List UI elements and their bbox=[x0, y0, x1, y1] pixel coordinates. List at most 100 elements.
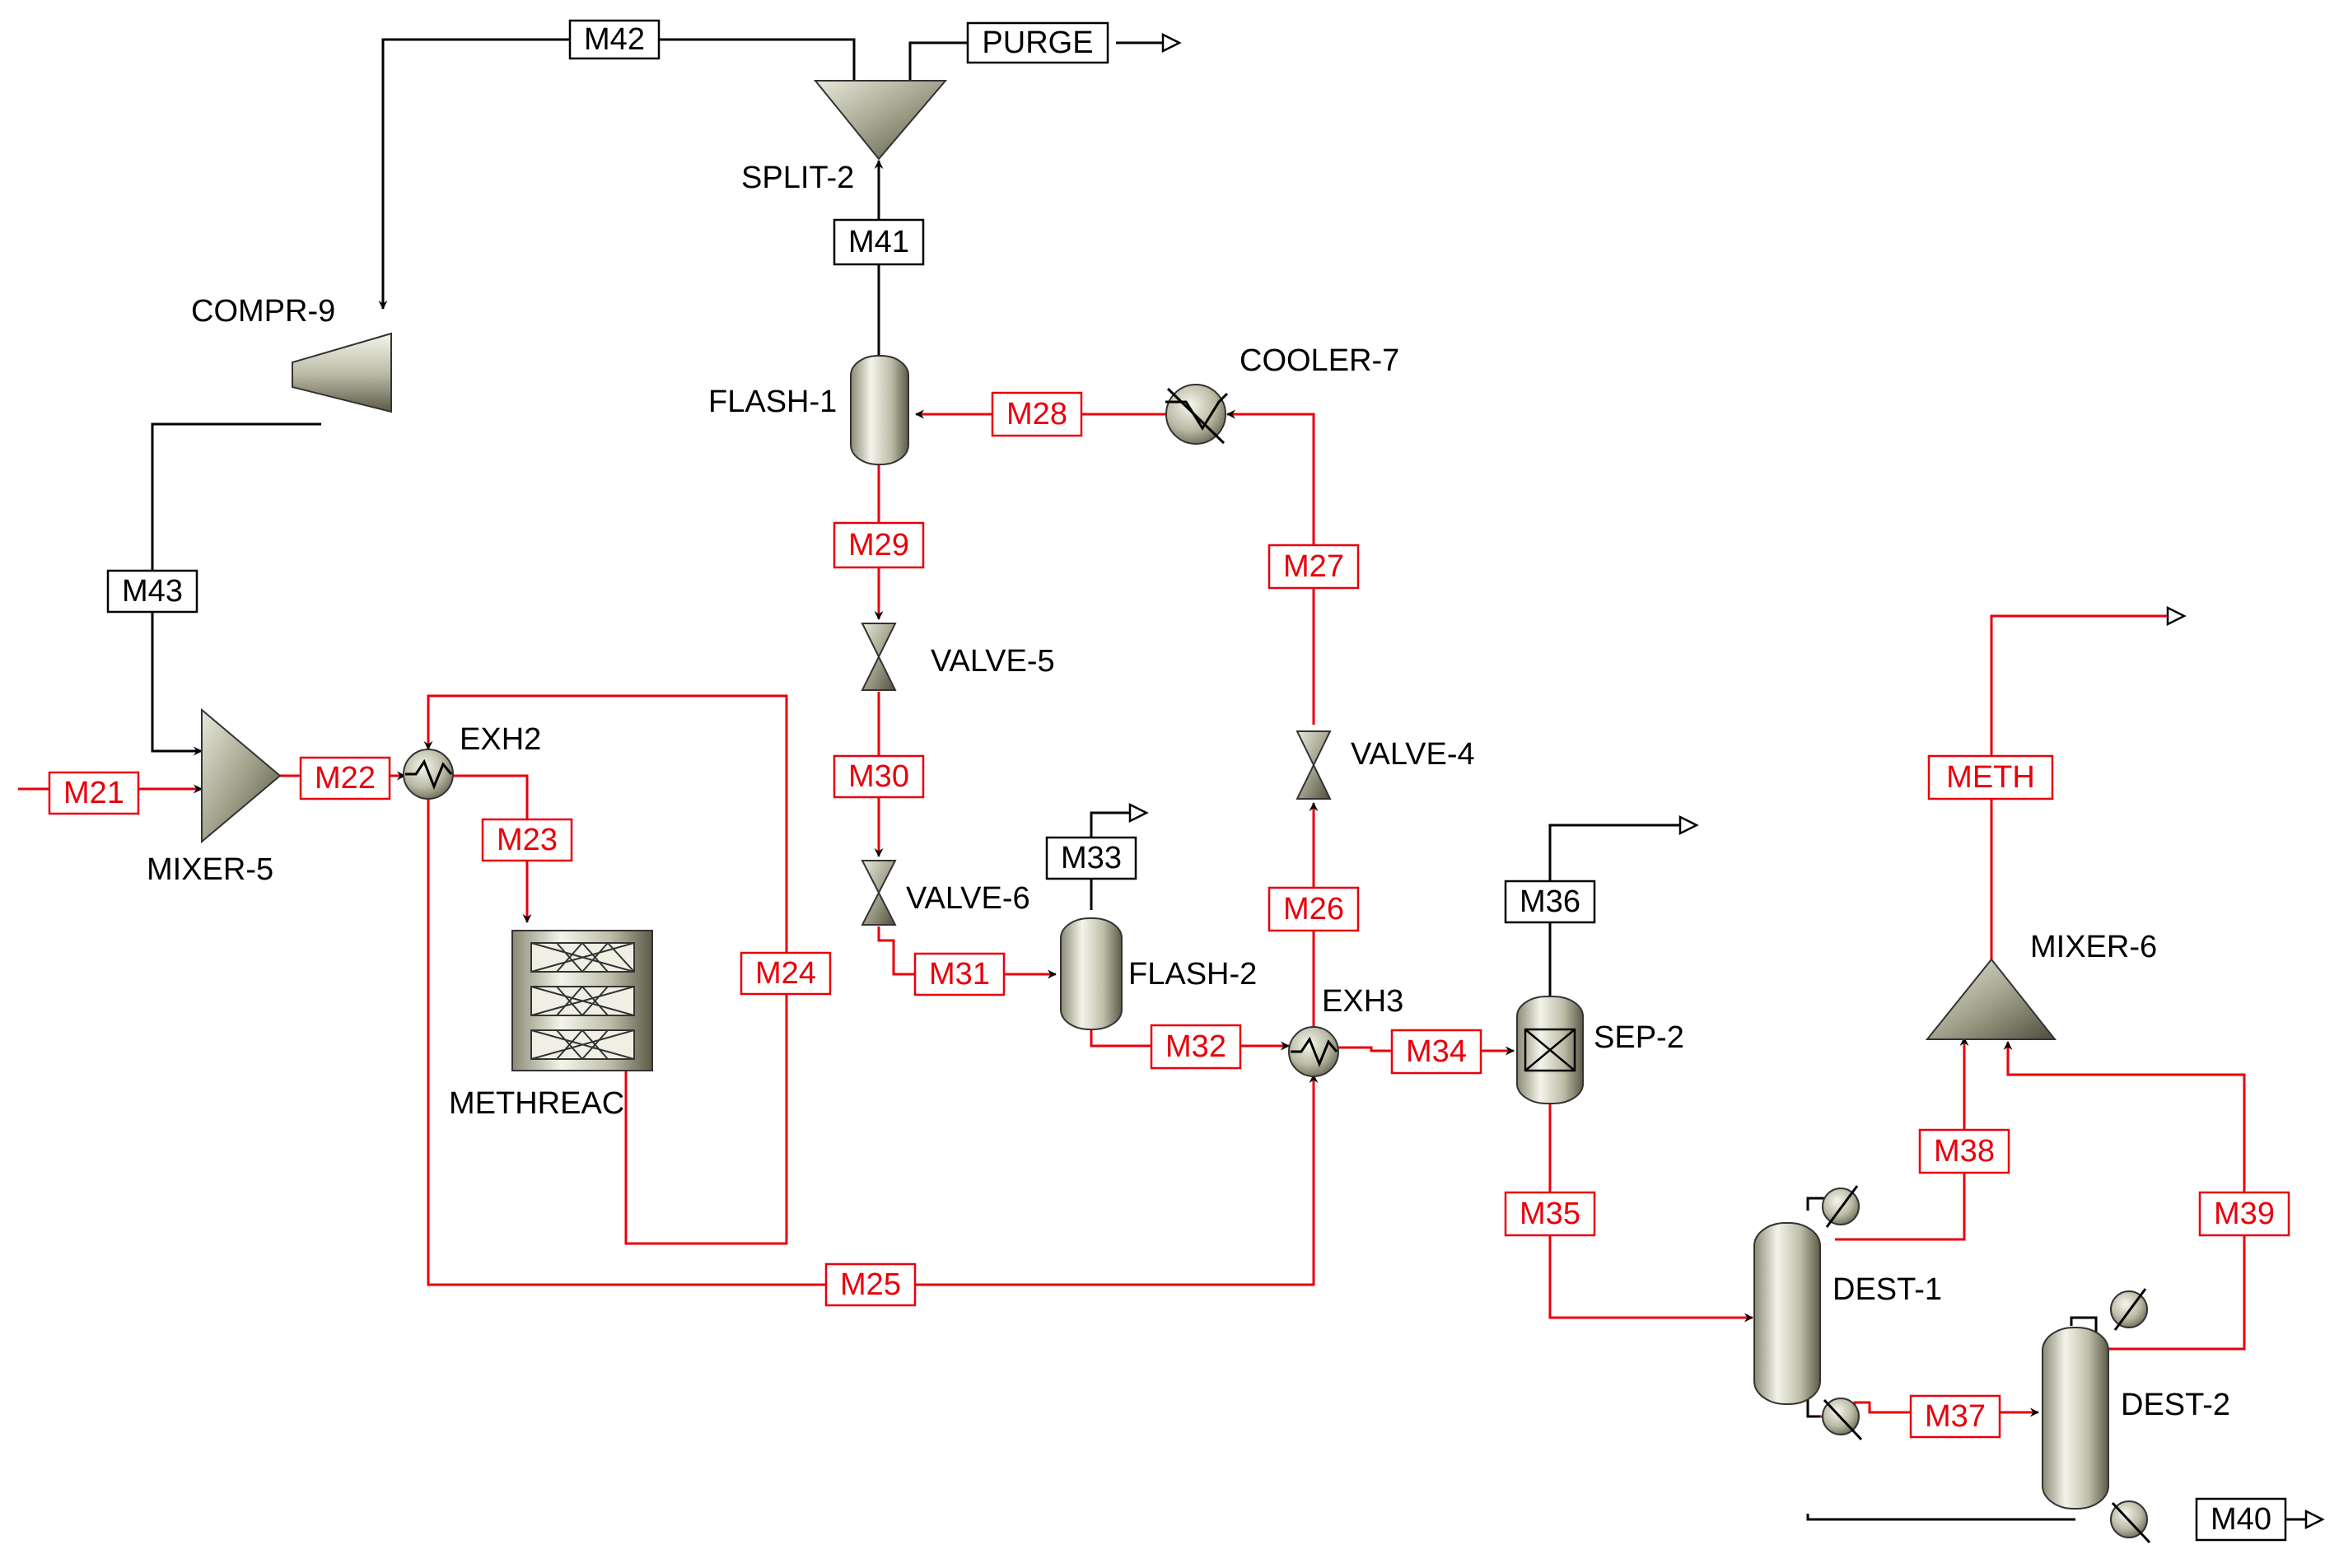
compressor-icon[interactable] bbox=[292, 332, 392, 413]
distillation-column-icon[interactable] bbox=[1753, 1185, 1863, 1441]
flash-drum-icon[interactable] bbox=[850, 355, 909, 465]
svg-text:M24: M24 bbox=[755, 956, 816, 991]
valve-icon[interactable] bbox=[861, 623, 897, 691]
svg-text:M28: M28 bbox=[1006, 397, 1067, 432]
stream-tag-m28[interactable]: M28 bbox=[991, 391, 1083, 437]
svg-text:M22: M22 bbox=[315, 761, 376, 796]
unit-label-split-2: SPLIT-2 bbox=[741, 161, 854, 195]
svg-text:M29: M29 bbox=[848, 528, 909, 562]
svg-text:M23: M23 bbox=[497, 823, 558, 857]
unit-label-cooler-7: COOLER-7 bbox=[1240, 343, 1399, 378]
outlet-arrow-icon bbox=[1678, 814, 1699, 836]
svg-text:M41: M41 bbox=[848, 225, 909, 259]
svg-text:M26: M26 bbox=[1283, 892, 1344, 926]
stream-tag-m34[interactable]: M34 bbox=[1390, 1029, 1482, 1075]
unit-label-sep-2: SEP-2 bbox=[1594, 1020, 1684, 1055]
stream-tag-m32[interactable]: M32 bbox=[1150, 1024, 1242, 1070]
unit-label-methreac: METHREAC bbox=[449, 1086, 624, 1121]
outlet-arrow-icon bbox=[1161, 32, 1182, 54]
svg-text:M35: M35 bbox=[1520, 1197, 1580, 1231]
svg-text:M30: M30 bbox=[848, 759, 909, 794]
stream-line-purge[interactable] bbox=[908, 41, 972, 82]
stream-tag-m36[interactable]: M36 bbox=[1504, 880, 1596, 924]
unit-label-flash-2: FLASH-2 bbox=[1128, 957, 1257, 992]
stream-tag-m30[interactable]: M30 bbox=[833, 754, 925, 799]
stream-line-m36[interactable] bbox=[1548, 824, 1680, 996]
mixer-icon[interactable] bbox=[1925, 958, 2057, 1040]
stream-tag-m26[interactable]: M26 bbox=[1268, 886, 1360, 932]
unit-label-valve-4: VALVE-4 bbox=[1351, 737, 1475, 772]
outlet-arrow-icon bbox=[2166, 605, 2187, 627]
heat-exchanger-icon[interactable] bbox=[1288, 1026, 1339, 1077]
valve-icon[interactable] bbox=[861, 860, 897, 926]
stream-tag-m25[interactable]: M25 bbox=[824, 1262, 917, 1307]
stream-tag-m40[interactable]: M40 bbox=[2195, 1497, 2287, 1542]
stream-tag-m22[interactable]: M22 bbox=[299, 756, 391, 800]
distillation-column-icon[interactable] bbox=[2042, 1288, 2151, 1544]
stream-tag-meth[interactable]: METH bbox=[1927, 754, 2054, 800]
svg-text:M38: M38 bbox=[1934, 1134, 1995, 1169]
svg-text:M33: M33 bbox=[1061, 841, 1122, 875]
heat-exchanger-icon[interactable] bbox=[403, 749, 454, 800]
svg-text:M43: M43 bbox=[122, 574, 183, 609]
svg-text:M34: M34 bbox=[1406, 1034, 1467, 1069]
stream-tag-m39[interactable]: M39 bbox=[2198, 1191, 2290, 1237]
outlet-arrow-icon bbox=[1128, 802, 1149, 824]
svg-text:METH: METH bbox=[1946, 760, 2035, 795]
unit-label-exh3: EXH3 bbox=[1322, 984, 1403, 1019]
unit-label-mixer-6: MIXER-6 bbox=[2030, 930, 2157, 964]
stream-tag-m31[interactable]: M31 bbox=[913, 952, 1006, 996]
stream-tag-m38[interactable]: M38 bbox=[1918, 1128, 2010, 1174]
stream-tag-m21[interactable]: M21 bbox=[48, 771, 140, 815]
reactor-icon[interactable] bbox=[511, 930, 653, 1071]
mixer-icon[interactable] bbox=[201, 707, 282, 844]
separator-icon[interactable] bbox=[1516, 996, 1584, 1104]
svg-text:M21: M21 bbox=[63, 776, 124, 810]
splitter-icon[interactable] bbox=[813, 80, 948, 161]
svg-text:M32: M32 bbox=[1165, 1029, 1226, 1064]
stream-tag-m27[interactable]: M27 bbox=[1268, 544, 1360, 590]
svg-text:M39: M39 bbox=[2214, 1197, 2275, 1231]
unit-label-exh2: EXH2 bbox=[460, 722, 541, 757]
unit-label-flash-1: FLASH-1 bbox=[708, 385, 837, 419]
svg-text:M27: M27 bbox=[1283, 549, 1344, 584]
unit-label-mixer-5: MIXER-5 bbox=[147, 852, 273, 887]
stream-line-meth[interactable] bbox=[1990, 614, 2168, 959]
svg-text:M25: M25 bbox=[840, 1267, 901, 1302]
stream-tag-m41[interactable]: M41 bbox=[833, 218, 925, 266]
stream-line-m23[interactable] bbox=[453, 774, 532, 923]
stream-tag-m23[interactable]: M23 bbox=[481, 818, 573, 862]
unit-labels: SPLIT-2 COMPR-9 FLASH-1 COOLER-7 VALVE-5… bbox=[147, 161, 2230, 1422]
svg-text:M40: M40 bbox=[2211, 1502, 2271, 1537]
unit-label-dest-1: DEST-1 bbox=[1832, 1272, 1942, 1307]
svg-text:PURGE: PURGE bbox=[982, 26, 1093, 60]
cooler-icon[interactable] bbox=[1165, 384, 1229, 445]
unit-label-valve-5: VALVE-5 bbox=[931, 644, 1055, 679]
red-streams bbox=[18, 409, 2246, 1418]
stream-tag-m42[interactable]: M42 bbox=[568, 19, 661, 60]
svg-text:M31: M31 bbox=[929, 957, 990, 992]
unit-label-dest-2: DEST-2 bbox=[2121, 1388, 2230, 1422]
stream-line-m39[interactable] bbox=[2003, 1041, 2246, 1351]
stream-line-m27[interactable] bbox=[1226, 409, 1315, 725]
outlet-arrow-icon bbox=[2304, 1509, 2325, 1530]
stream-tag-m24[interactable]: M24 bbox=[740, 951, 832, 996]
stream-tag-m43[interactable]: M43 bbox=[106, 569, 198, 614]
flash-drum-icon[interactable] bbox=[1060, 917, 1123, 1030]
unit-label-compr-9: COMPR-9 bbox=[191, 294, 335, 329]
stream-tag-m35[interactable]: M35 bbox=[1504, 1191, 1596, 1237]
stream-tag-m37[interactable]: M37 bbox=[1909, 1394, 2001, 1439]
stream-tag-m33[interactable]: M33 bbox=[1045, 836, 1137, 880]
stream-tag-m29[interactable]: M29 bbox=[833, 521, 925, 569]
svg-text:M42: M42 bbox=[584, 22, 645, 57]
svg-text:M37: M37 bbox=[1925, 1399, 1986, 1434]
stream-line-m38[interactable] bbox=[1835, 1037, 1969, 1241]
stream-line-m35[interactable] bbox=[1548, 1104, 1753, 1323]
stream-labels: M42 PURGE M41 M43 M28 M29 M27 M30 M21 M2… bbox=[48, 19, 2290, 1542]
stream-tag-purge[interactable]: PURGE bbox=[966, 21, 1109, 64]
stream-line-m40[interactable] bbox=[1806, 1514, 2075, 1521]
svg-text:M36: M36 bbox=[1520, 884, 1580, 919]
unit-label-valve-6: VALVE-6 bbox=[906, 881, 1030, 916]
valve-icon[interactable] bbox=[1296, 730, 1332, 800]
